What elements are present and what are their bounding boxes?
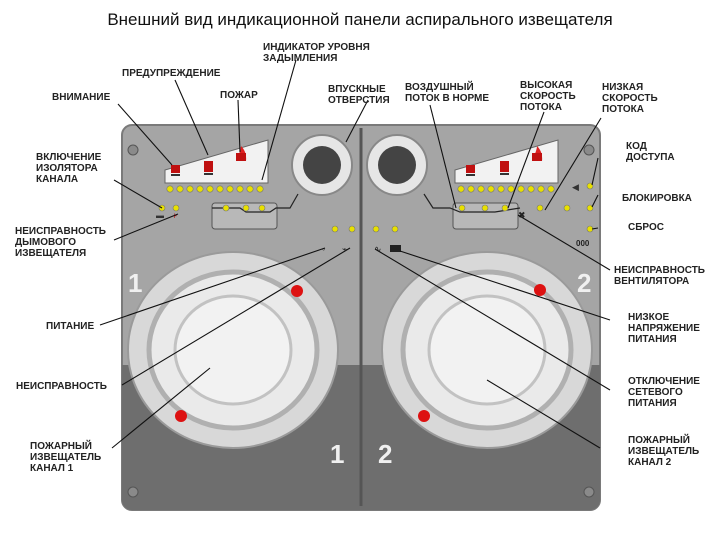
label-detector-2: ПОЖАРНЫЙ ИЗВЕЩАТЕЛЬ КАНАЛ 2 (628, 435, 700, 468)
label-smoke-level: ИНДИКАТОР УРОВНЯ ЗАДЫМЛЕНИЯ (263, 42, 370, 64)
channel-1-top: 1 (128, 268, 142, 298)
channel-2-top: 2 (577, 268, 591, 298)
leader-lines (99, 59, 611, 449)
access-arrow-icon: ◀ (572, 182, 579, 192)
label-reset: СБРОС (628, 222, 664, 233)
label-low-speed: НИЗКАЯ СКОРОСТЬ ПОТОКА (602, 82, 658, 115)
label-power: ПИТАНИЕ (46, 321, 95, 332)
warning-icon-left (204, 161, 213, 175)
isolator-mark-left: ▬ (156, 211, 164, 220)
power-plug-icon: ⌁ (342, 244, 347, 254)
fire-icon-left (236, 146, 247, 161)
screw (127, 486, 139, 498)
led-row-left (166, 185, 264, 193)
attention-icon-right (466, 165, 475, 176)
fault-mark-left: + (172, 211, 177, 221)
attention-icon-left (171, 165, 180, 176)
led-row-right (457, 185, 555, 193)
detector-1 (127, 251, 339, 449)
label-access-code: КОД ДОСТУПА (626, 141, 675, 163)
airflow-indicator-left (212, 193, 299, 213)
label-warning: ПРЕДУПРЕЖДЕНИЕ (122, 68, 221, 79)
label-attention: ВНИМАНИЕ (52, 92, 111, 103)
led-red-2-bottom (418, 410, 430, 422)
label-high-speed: ВЫСОКАЯ СКОРОСТЬ ПОТОКА (520, 80, 576, 113)
label-blocking: БЛОКИРОВКА (622, 193, 692, 204)
screw (583, 486, 595, 498)
label-detector-1: ПОЖАРНЫЙ ИЗВЕЩАТЕЛЬ КАНАЛ 1 (30, 441, 102, 474)
label-airflow-normal: ВОЗДУШНЫЙ ПОТОК В НОРМЕ (405, 82, 490, 104)
mains-icon: ∿ (374, 244, 382, 254)
reset-code: 000 (576, 239, 590, 248)
diagram-title: Внешний вид индикационной панели аспирал… (107, 10, 613, 29)
label-low-voltage: НИЗКОЕ НАПРЯЖЕНИЕ ПИТАНИЯ (628, 312, 700, 345)
label-mains-off: ОТКЛЮЧЕНИЕ СЕТЕВОГО ПИТАНИЯ (628, 376, 700, 409)
label-fire: ПОЖАР (220, 90, 258, 101)
channel-2-bottom: 2 (378, 439, 392, 469)
led-red-1-top (291, 285, 303, 297)
label-smoke-detector-fault: НЕИСПРАВНОСТЬ ДЫМОВОГО ИЗВЕЩАТЕЛЯ (15, 226, 106, 259)
fire-icon-right (532, 146, 543, 161)
fan-fault-icon: ✖ (518, 210, 526, 220)
screw (127, 144, 139, 156)
channel-1-bottom: 1 (330, 439, 344, 469)
airflow-indicator-right (423, 193, 521, 213)
battery-icon (390, 245, 401, 252)
led-red-1-bottom (175, 410, 187, 422)
label-fault: НЕИСПРАВНОСТЬ (16, 381, 107, 392)
led-red-2-top (534, 284, 546, 296)
label-inlets: ВПУСКНЫЕ ОТВЕРСТИЯ (328, 84, 390, 106)
screw (583, 144, 595, 156)
label-isolator: ВКЛЮЧЕНИЕ ИЗОЛЯТОРА КАНАЛА (36, 152, 102, 185)
detector-2 (381, 251, 593, 449)
warning-icon-right (500, 161, 509, 175)
airflow-window-right (452, 202, 519, 230)
label-fan-fault: НЕИСПРАВНОСТЬ ВЕНТИЛЯТОРА (614, 265, 705, 287)
